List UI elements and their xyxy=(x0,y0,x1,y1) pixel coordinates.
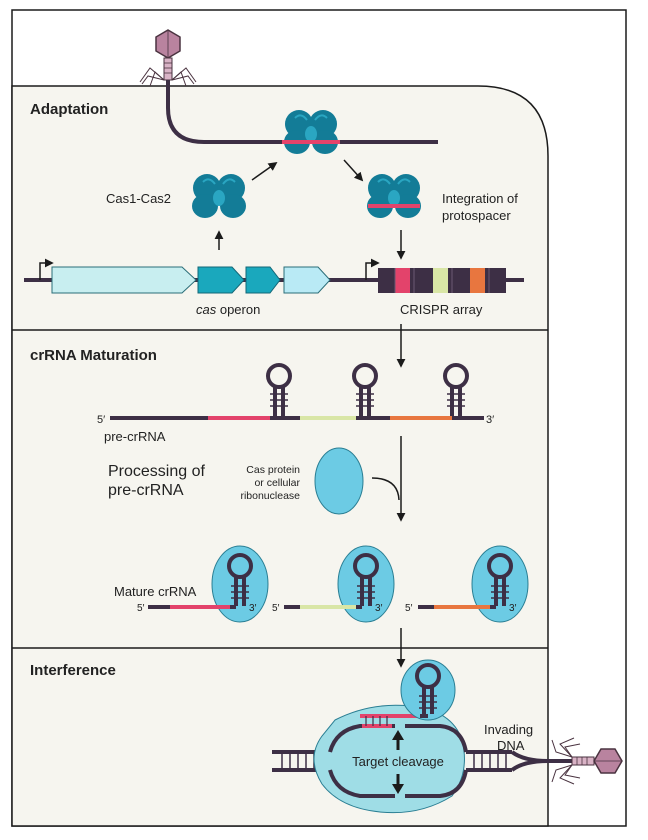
label-pre-crrna: pre-crRNA xyxy=(104,429,166,444)
cas1-cas2-complex-icon xyxy=(192,174,246,218)
label-invading-line2: DNA xyxy=(497,738,525,753)
label-cas-protein-line2: or cellular xyxy=(254,477,300,489)
section-title-maturation: crRNA Maturation xyxy=(30,347,157,364)
cas1-cas2-complex-icon xyxy=(367,174,421,218)
label-cas-protein-line1: Cas protein xyxy=(246,464,300,476)
label-mature2-5prime: 5′ xyxy=(272,603,280,614)
label-processing-line1: Processing of xyxy=(108,463,205,480)
label-invading-line1: Invading xyxy=(484,722,533,737)
label-processing-line2: pre-crRNA xyxy=(108,482,184,499)
section-title-interference: Interference xyxy=(30,662,116,679)
hairpin-icon xyxy=(443,363,469,416)
section-title-adaptation: Adaptation xyxy=(30,101,108,118)
arrow-ribonuclease-join xyxy=(371,477,400,501)
target-strand xyxy=(328,724,395,753)
label-mature1-3prime: 3′ xyxy=(249,603,257,614)
label-cas1-cas2: Cas1-Cas2 xyxy=(106,191,171,206)
invading-dna-duplex-right xyxy=(466,750,572,772)
arrow-cas-to-dna xyxy=(251,161,278,181)
mature-crrna-1 xyxy=(148,545,269,623)
label-mature3-5prime: 5′ xyxy=(405,603,413,614)
arrow-dna-to-integration xyxy=(343,159,364,182)
promoter-arrow-icon xyxy=(365,258,380,280)
cas-operon xyxy=(51,266,331,294)
injected-phage-dna xyxy=(166,80,438,144)
label-mature-crrna: Mature crRNA xyxy=(114,584,197,599)
cas-crrna-complex xyxy=(400,659,456,721)
label-3prime: 3′ xyxy=(486,414,494,426)
label-cas-protein-line3: ribonuclease xyxy=(240,490,300,502)
label-mature3-3prime: 3′ xyxy=(509,603,517,614)
hairpin-icon xyxy=(266,363,292,416)
label-crispr-array: CRISPR array xyxy=(400,302,483,317)
cas1-cas2-complex-icon xyxy=(283,110,339,154)
label-mature1-5prime: 5′ xyxy=(137,603,145,614)
non-target-strand xyxy=(328,769,395,798)
promoter-arrow-icon xyxy=(39,258,54,280)
phage-icon xyxy=(139,29,197,87)
crispr-array xyxy=(378,268,506,293)
mature-crrna-2 xyxy=(284,545,395,623)
cut-arrow-icon xyxy=(392,730,404,750)
label-integration-line2: protospacer xyxy=(442,208,511,223)
ribonuclease-icon xyxy=(314,447,364,515)
label-target-cleavage: Target cleavage xyxy=(352,754,444,769)
phage-icon xyxy=(551,737,623,785)
cut-arrow-icon xyxy=(392,774,404,794)
non-target-strand-right xyxy=(405,769,468,798)
label-cas-operon: cas operon xyxy=(196,302,260,317)
label-integration-line1: Integration of xyxy=(442,191,518,206)
mature-crrna-3 xyxy=(418,545,529,623)
label-mature2-3prime: 3′ xyxy=(375,603,383,614)
hairpin-icon xyxy=(352,363,378,416)
label-5prime: 5′ xyxy=(97,414,105,426)
target-strand-right xyxy=(405,724,468,753)
